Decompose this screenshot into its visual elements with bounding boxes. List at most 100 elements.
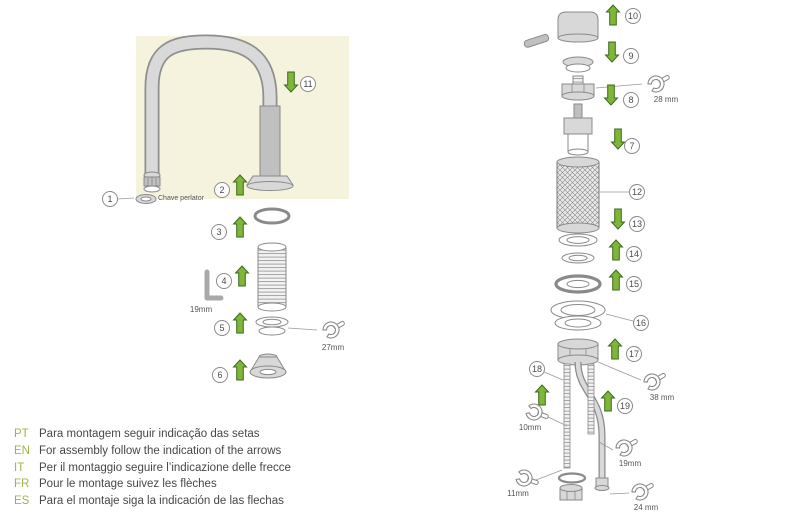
wrench-size-label: 24 mm — [634, 503, 659, 512]
allen-key-size-label: 19mm — [190, 305, 213, 314]
threaded-stud-left — [563, 363, 571, 469]
callout-11: 11 — [300, 76, 316, 92]
wrench-size-label: 38 mm — [650, 393, 675, 402]
threaded-nipple — [257, 242, 287, 312]
stud-nut — [559, 484, 583, 501]
arrow-down-icon — [611, 128, 625, 150]
arrow-down-icon — [611, 208, 625, 230]
gasket — [554, 274, 602, 294]
callout-10: 10 — [625, 8, 641, 24]
arrow-down-icon — [604, 84, 618, 106]
lang-code-en: EN — [14, 444, 30, 457]
svg-text:2: 2 — [219, 185, 224, 195]
aerator — [143, 171, 161, 193]
o-ring — [253, 207, 291, 225]
arrow-up-icon — [609, 269, 623, 291]
aerator-key — [135, 194, 157, 204]
faucet-body — [259, 105, 281, 179]
wrench-27-icon — [320, 315, 349, 341]
cartridge-nut — [561, 75, 595, 101]
svg-text:19: 19 — [620, 401, 630, 411]
svg-text:16: 16 — [636, 318, 646, 328]
instruction-it: IT Per il montaggio seguire l’indicazione… — [14, 460, 291, 477]
svg-text:17: 17 — [629, 349, 639, 359]
lang-code-fr: FR — [14, 478, 30, 491]
faucet-spout — [144, 34, 294, 191]
callout-18: 18 — [529, 361, 545, 377]
wrench-24-icon — [629, 477, 658, 503]
callout-6: 6 — [212, 367, 228, 383]
svg-text:6: 6 — [217, 370, 222, 380]
instruction-fr: FR Pour le montage suivez les flèches — [14, 476, 291, 493]
lang-code-es: ES — [14, 495, 30, 508]
mounting-nut — [557, 338, 599, 366]
arrow-up-icon — [235, 265, 249, 287]
svg-text:14: 14 — [629, 249, 639, 259]
allen-key — [204, 269, 224, 301]
callout-5: 5 — [214, 320, 230, 336]
svg-text:13: 13 — [632, 219, 642, 229]
wrench-size-label: 11mm — [507, 489, 529, 498]
handle-base-ring — [562, 56, 594, 73]
wrench-size-labels: 27mm 28 mm 38 mm 10mm 19mm 11mm 24 mm 19… — [190, 95, 679, 512]
threaded-stud-right — [587, 363, 595, 435]
callout-4: 4 — [216, 273, 232, 289]
arrow-up-icon — [601, 390, 615, 412]
svg-text:5: 5 — [219, 323, 224, 333]
photo-panel — [136, 36, 349, 199]
callout-7: 7 — [624, 138, 640, 154]
instruction-text-pt: Para montagem seguir indicação das setas — [39, 428, 260, 440]
callout-1: 1 — [102, 191, 118, 207]
svg-text:8: 8 — [628, 95, 633, 105]
svg-text:18: 18 — [532, 364, 542, 374]
lang-code-pt: PT — [14, 428, 29, 440]
instruction-text-es: Para el montaje siga la indicación de la… — [39, 495, 284, 508]
left-assembly — [135, 34, 349, 379]
slip-ring — [255, 316, 289, 336]
instruction-en: EN For assembly follow the indication of … — [14, 443, 291, 460]
svg-text:3: 3 — [216, 227, 221, 237]
cartridge — [563, 103, 593, 156]
wrench-38-icon — [641, 367, 670, 393]
callout-2: 2 — [214, 182, 230, 198]
arrow-up-icon — [535, 384, 549, 406]
instruction-text-it: Per il montaggio seguire l’indicazione d… — [39, 461, 291, 474]
arrow-up-icon — [233, 312, 247, 334]
wrench-28-icon — [645, 69, 674, 95]
instruction-pt: PT Para montagem seguir indicação das set… — [14, 426, 291, 443]
wrench-size-label: 27mm — [322, 343, 345, 352]
arrow-up-icon — [233, 359, 247, 381]
lang-code-it: IT — [14, 461, 25, 474]
callout-3: 3 — [211, 224, 227, 240]
wrench-size-label: 19mm — [619, 459, 642, 468]
svg-text:10: 10 — [628, 11, 638, 21]
base-gasket — [550, 300, 606, 331]
arrow-up-icon — [233, 216, 247, 238]
washer-1 — [558, 233, 598, 247]
arrow-up-icon — [608, 338, 622, 360]
instruction-text-en: For assembly follow the indication of th… — [39, 444, 282, 457]
callout-13: 13 — [629, 216, 645, 232]
callout-16: 16 — [633, 315, 649, 331]
leader-lines — [116, 83, 643, 495]
handle-cap — [557, 11, 599, 43]
cartridge-sleeve — [556, 156, 600, 234]
callout-19: 19 — [617, 398, 633, 414]
instruction-es: ES Para el montaje siga la indicación de … — [14, 493, 291, 510]
callout-12: 12 — [629, 184, 645, 200]
instruction-text-fr: Pour le montage suivez les flèches — [39, 478, 217, 491]
wrench-19-icon — [613, 433, 642, 459]
arrow-up-icon — [609, 239, 623, 261]
svg-text:4: 4 — [221, 276, 226, 286]
svg-text:9: 9 — [628, 51, 633, 61]
wrench-size-label: 10mm — [519, 423, 542, 432]
chave-perlator-label: Chave perlator — [158, 195, 205, 202]
horseshoe-washer — [557, 472, 587, 484]
callout-8: 8 — [623, 92, 639, 108]
callouts: 1 2 3 4 5 6 7 8 9 10 11 12 13 14 15 16 1… — [102, 8, 649, 414]
base-cone — [249, 353, 287, 379]
wrench-10-icon — [524, 401, 552, 426]
callout-9: 9 — [623, 48, 639, 64]
